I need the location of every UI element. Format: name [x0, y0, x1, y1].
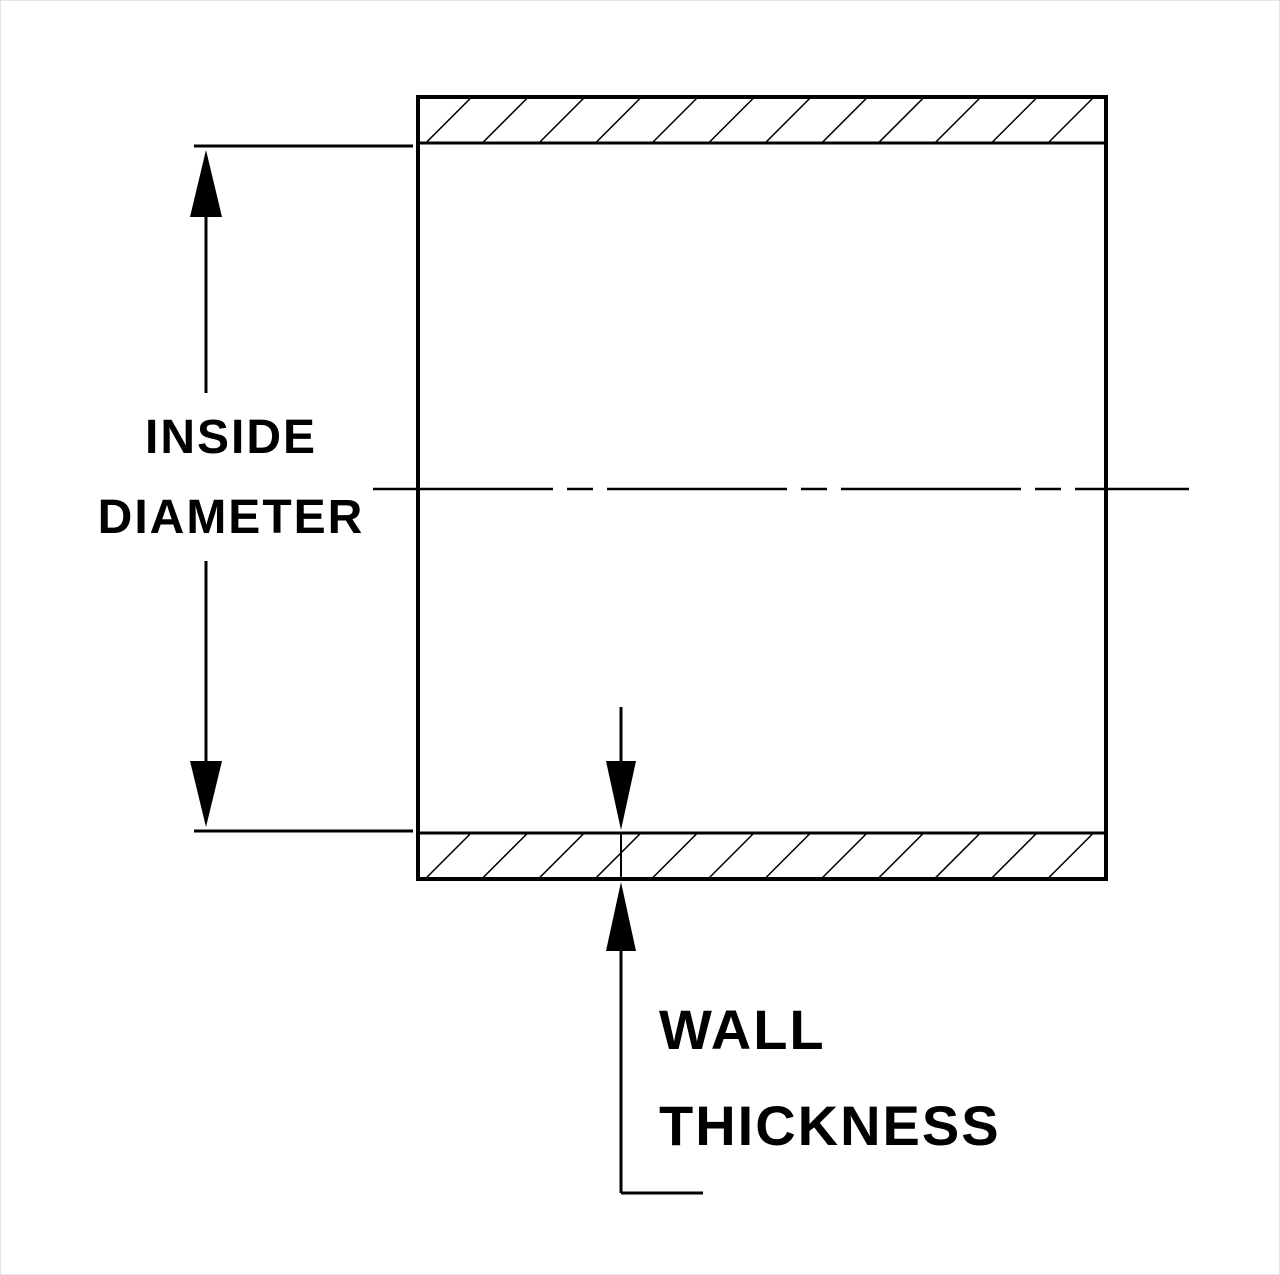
inside-diameter-label-line2: DIAMETER — [98, 491, 365, 544]
top-wall-hatch — [418, 97, 1106, 143]
bottom-wall-hatch — [418, 833, 1106, 879]
inside-diameter-label-line1: INSIDE — [145, 411, 317, 464]
inside-diameter-dimension: INSIDE DIAMETER — [98, 144, 413, 833]
arrow-down-icon — [190, 761, 222, 827]
arrow-down-icon — [606, 761, 636, 830]
wall-thickness-label-line2: THICKNESS — [659, 1094, 1001, 1157]
arrow-up-icon — [606, 882, 636, 951]
arrow-up-icon — [190, 150, 222, 217]
wall-thickness-label-line1: WALL — [659, 998, 826, 1061]
tube-body — [373, 95, 1189, 881]
wall-thickness-dimension: WALL THICKNESS — [606, 707, 1001, 1195]
